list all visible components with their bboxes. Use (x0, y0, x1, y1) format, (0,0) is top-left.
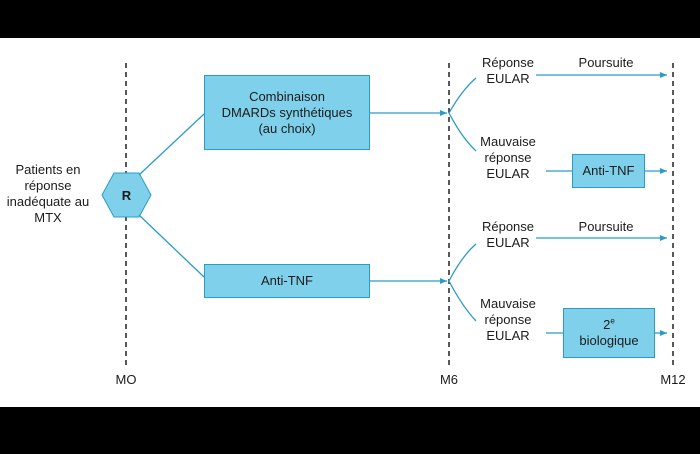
upper-antitnf-box: Anti-TNF (572, 154, 645, 188)
connector-layer (101, 63, 674, 366)
lower-response-label: Réponse EULAR (481, 219, 535, 250)
timepoint-m6: M6 (439, 372, 459, 387)
randomization-label: R (121, 187, 132, 203)
second-biologic-box: 2e biologique (563, 308, 655, 358)
lower-continuation-label: Poursuite (578, 219, 634, 234)
randomization-hexagon (101, 172, 152, 218)
patients-label: Patients en réponse inadéquate au MTX (6, 162, 90, 225)
upper-response-label: Réponse EULAR (481, 55, 535, 86)
fork-lower (448, 243, 477, 282)
upper-poor-response-label: Mauvaise réponse EULAR (480, 134, 536, 181)
timepoint-m12: M12 (660, 372, 686, 387)
fork-upper (448, 77, 477, 114)
connector-hex-arm2 (138, 214, 205, 278)
timepoint-m0: MO (115, 372, 137, 387)
lower-poor-response-label: Mauvaise réponse EULAR (480, 296, 536, 343)
arm1-box: Combinaison DMARDs synthétiques (au choi… (204, 75, 370, 150)
diagram-panel: Patients en réponse inadéquate au MTX R … (0, 38, 700, 407)
fork-upper-poor (448, 112, 477, 152)
arm2-box: Anti-TNF (204, 264, 370, 298)
fork-lower-poor (448, 280, 477, 322)
upper-continuation-label: Poursuite (578, 55, 634, 70)
connector-hex-arm1 (138, 113, 205, 176)
